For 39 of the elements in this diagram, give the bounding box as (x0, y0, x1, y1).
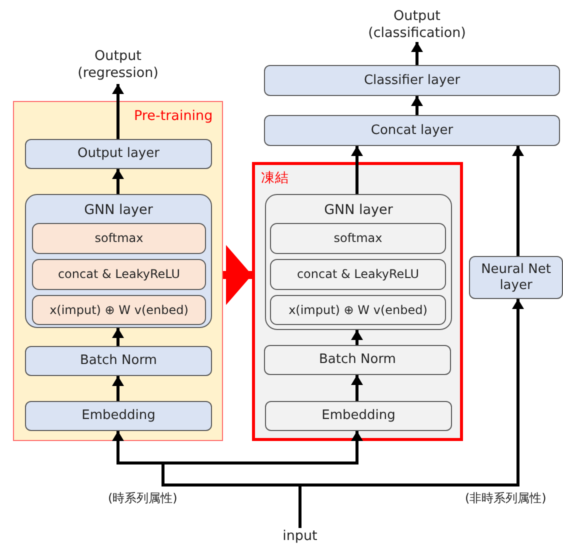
layer-box: Batch Norm (264, 345, 451, 375)
input-label: input (270, 528, 330, 548)
layer-box: Output layer (25, 139, 212, 169)
layer-box: Concat layer (264, 115, 560, 146)
panel-title: Pre-training (134, 108, 213, 124)
attribute-label: (時系列属性) (108, 490, 178, 507)
output-label: Output (classification) (345, 8, 489, 42)
arrow (411, 96, 423, 115)
arrow (112, 169, 124, 194)
arrow (112, 376, 124, 401)
layer-box: Batch Norm (25, 346, 212, 376)
operation-box: x(imput) ⊕ W v(enbed) (270, 295, 446, 325)
layer-box: Embedding (25, 401, 212, 431)
arrow (112, 328, 124, 346)
stage-panel (13, 101, 223, 441)
transfer-arrow (223, 245, 252, 305)
output-label: Output (regression) (60, 48, 176, 84)
layer-box: Classifier layer (264, 65, 560, 96)
stage-panel (252, 162, 463, 441)
operation-box: softmax (32, 223, 206, 254)
arrow (112, 84, 124, 139)
arrow (351, 375, 363, 401)
arrow (351, 146, 363, 194)
arrow (298, 299, 524, 528)
layer-box: Neural Net layer (469, 256, 563, 299)
operation-box: x(imput) ⊕ W v(enbed) (32, 295, 206, 325)
group-title: GNN layer (323, 202, 394, 218)
layer-group-box (25, 194, 212, 328)
group-title: GNN layer (83, 202, 154, 218)
operation-box: concat & LeakyReLU (32, 259, 206, 290)
attribute-label: (非時系列属性) (465, 490, 546, 507)
layer-box: Embedding (265, 401, 452, 431)
arrow (411, 42, 423, 65)
layer-group-box (265, 194, 452, 330)
operation-box: concat & LeakyReLU (270, 259, 446, 290)
arrow (351, 330, 363, 345)
operation-box: softmax (270, 223, 446, 254)
arrow (512, 146, 524, 256)
panel-title: 凍結 (261, 169, 289, 187)
